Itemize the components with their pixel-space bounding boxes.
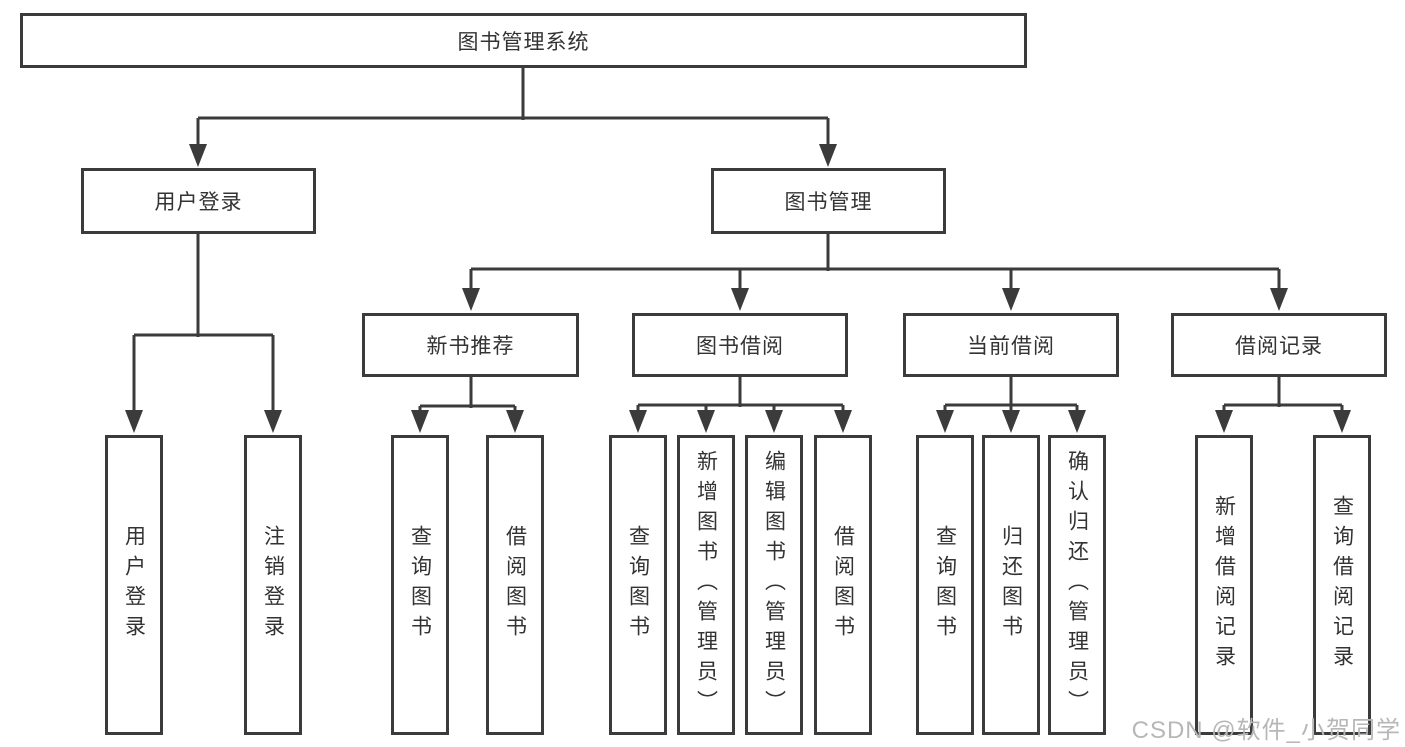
leaf-records-search-record: 查询借阅记录 [1313, 435, 1371, 735]
leaf-user-login: 用户登录 [105, 435, 163, 735]
leaf-logout: 注销登录 [244, 435, 302, 735]
leaf-current-search-book: 查询图书 [916, 435, 974, 735]
leaf-borrow-search-book: 查询图书 [609, 435, 667, 735]
leaf-label: 用户登录 [122, 525, 146, 645]
node-current-borrow: 当前借阅 [903, 313, 1119, 377]
leaf-label: 确认归还（管理员） [1065, 450, 1089, 720]
node-user-login: 用户登录 [81, 168, 316, 234]
leaf-label: 新增图书（管理员） [694, 450, 718, 720]
leaf-label: 借阅图书 [503, 525, 527, 645]
node-book-management: 图书管理 [711, 168, 946, 234]
leaf-current-confirm-return: 确认归还（管理员） [1048, 435, 1106, 735]
node-book-borrow: 图书借阅 [632, 313, 848, 377]
watermark: CSDN @软件_小贺同学 [1131, 717, 1401, 744]
leaf-recommend-borrow-book: 借阅图书 [486, 435, 544, 735]
leaf-records-add-record: 新增借阅记录 [1195, 435, 1253, 735]
leaf-label: 新增借阅记录 [1212, 495, 1236, 675]
node-borrow-records: 借阅记录 [1171, 313, 1387, 377]
leaf-label: 查询借阅记录 [1330, 495, 1354, 675]
leaf-label: 查询图书 [933, 525, 957, 645]
leaf-label: 查询图书 [408, 525, 432, 645]
leaf-label: 注销登录 [261, 525, 285, 645]
node-new-book-recommend: 新书推荐 [362, 313, 579, 377]
leaf-label: 查询图书 [626, 525, 650, 645]
leaf-label: 借阅图书 [831, 525, 855, 645]
leaf-borrow-borrow-book: 借阅图书 [814, 435, 872, 735]
leaf-label: 编辑图书（管理员） [762, 450, 786, 720]
node-root: 图书管理系统 [20, 13, 1027, 68]
leaf-current-return-book: 归还图书 [982, 435, 1040, 735]
leaf-recommend-search-book: 查询图书 [391, 435, 449, 735]
leaf-borrow-edit-book: 编辑图书（管理员） [745, 435, 803, 735]
leaf-borrow-add-book: 新增图书（管理员） [677, 435, 735, 735]
leaf-label: 归还图书 [999, 525, 1023, 645]
arrowheads [125, 144, 1351, 433]
